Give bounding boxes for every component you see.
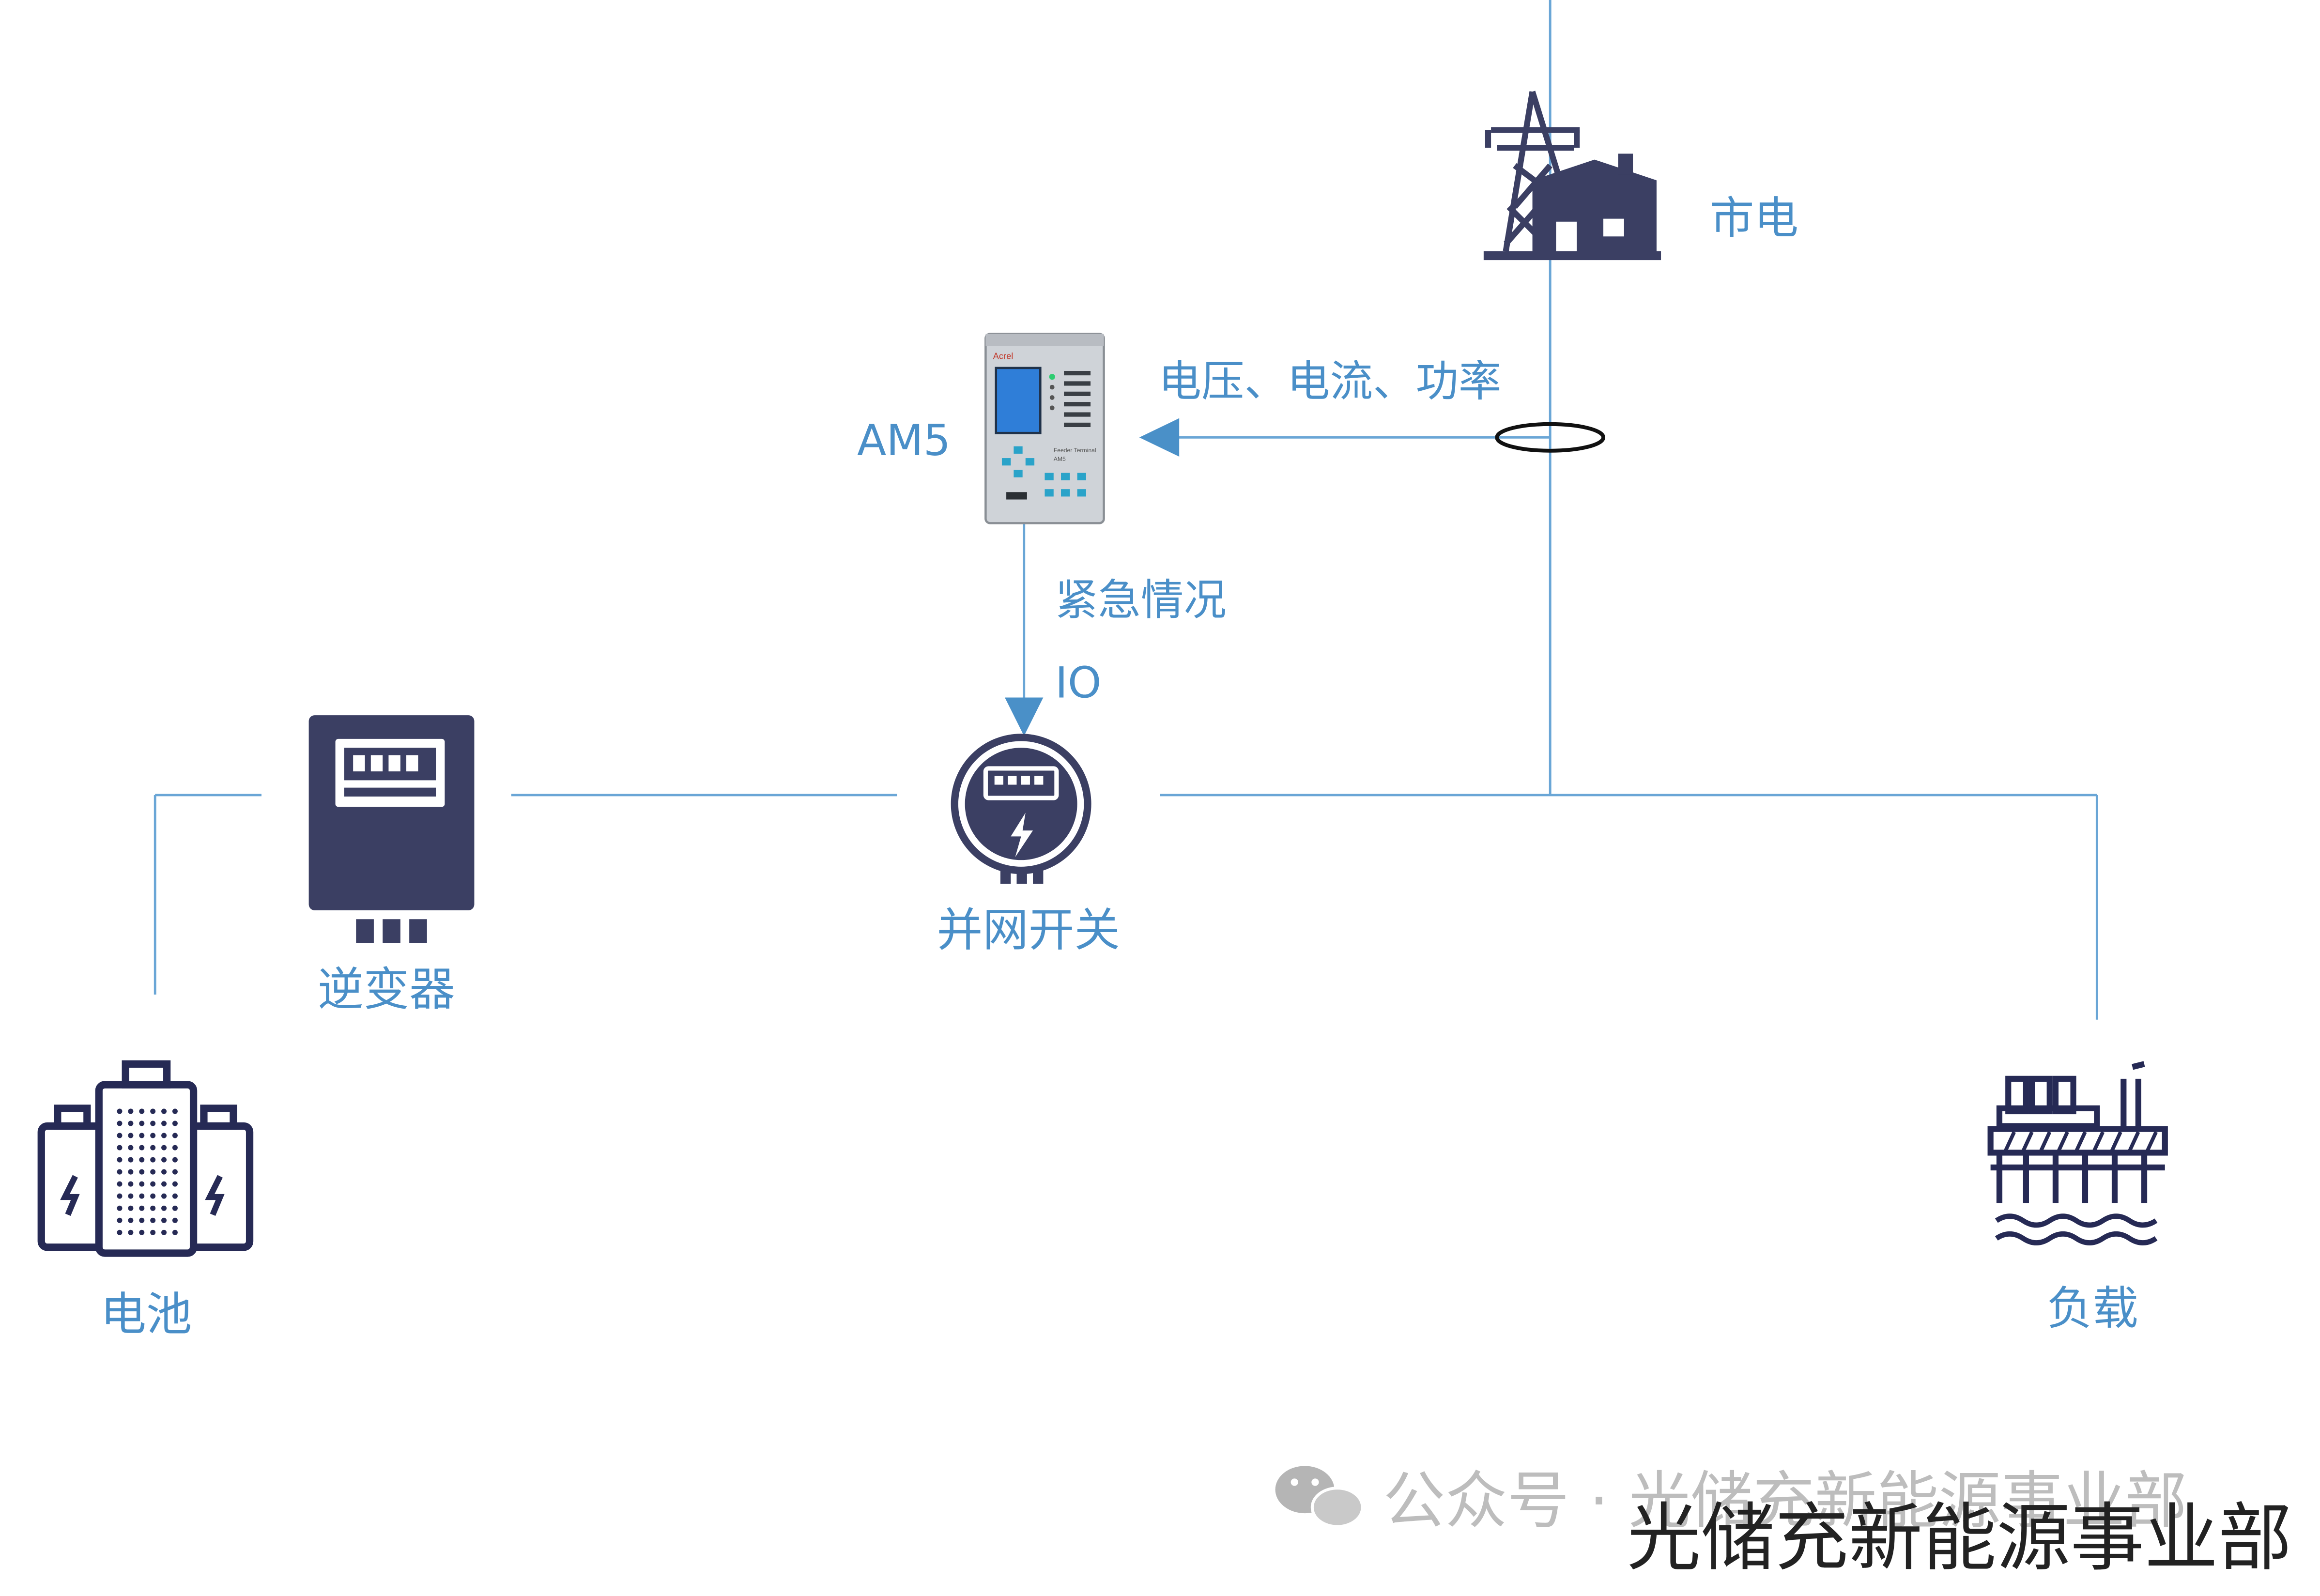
battery-cell-dot bbox=[161, 1169, 167, 1175]
grid-label: 市电 bbox=[1710, 192, 1798, 244]
battery-cell-dot bbox=[161, 1133, 167, 1138]
battery-cell-dot bbox=[161, 1229, 167, 1235]
device-panel-text: Feeder Terminal bbox=[1054, 447, 1096, 454]
battery-cell-dot bbox=[150, 1157, 156, 1163]
device-lcd-screen bbox=[995, 367, 1042, 434]
battery-cell-dot bbox=[150, 1205, 156, 1211]
battery-cell-dot bbox=[139, 1181, 145, 1187]
battery-cell-dot bbox=[139, 1229, 145, 1235]
battery-cell-dot bbox=[139, 1217, 145, 1223]
wechat-icon bbox=[1275, 1466, 1364, 1528]
battery-cell-dot bbox=[128, 1145, 134, 1151]
battery-cell-dot bbox=[161, 1120, 167, 1126]
battery-cell-dot bbox=[161, 1145, 167, 1151]
battery-cell-dot bbox=[139, 1169, 145, 1175]
battery-cell-dot bbox=[172, 1120, 178, 1126]
measurement-label: 电压、电流、功率 bbox=[1158, 356, 1501, 406]
battery-cell-dot bbox=[161, 1205, 167, 1211]
battery-cell-dot bbox=[150, 1181, 156, 1187]
battery-cell-dot bbox=[172, 1205, 178, 1211]
device-brand: Acrel bbox=[993, 351, 1014, 361]
battery-cell-dot bbox=[139, 1193, 145, 1199]
battery-cell-dot bbox=[161, 1217, 167, 1223]
battery-cell-dot bbox=[172, 1108, 178, 1114]
am5-label: AM5 bbox=[857, 415, 951, 465]
battery-cell-dot bbox=[128, 1108, 134, 1114]
battery-cell-dot bbox=[139, 1133, 145, 1138]
battery-cell-dot bbox=[172, 1133, 178, 1138]
battery-cell-dot bbox=[117, 1120, 123, 1126]
battery-cell-dot bbox=[139, 1120, 145, 1126]
power-tower-house-icon bbox=[1483, 91, 1661, 261]
battery-cell-dot bbox=[139, 1157, 145, 1163]
battery-cell-dot bbox=[117, 1217, 123, 1223]
measurement-arrow bbox=[1139, 418, 1551, 457]
battery-cell-dot bbox=[128, 1133, 134, 1138]
battery-cell-dot bbox=[117, 1193, 123, 1199]
battery-cell-dot bbox=[161, 1181, 167, 1187]
battery-cell-dot bbox=[172, 1193, 178, 1199]
protection-relay-device-icon: Acrel Feeder Terminal AM5 bbox=[984, 333, 1105, 524]
battery-cell-dot bbox=[128, 1169, 134, 1175]
battery-cell-dot bbox=[117, 1145, 123, 1151]
battery-label: 电池 bbox=[100, 1288, 192, 1341]
battery-cell-dot bbox=[150, 1169, 156, 1175]
battery-cell-dot bbox=[172, 1157, 178, 1163]
load-label: 负载 bbox=[2047, 1282, 2138, 1335]
platform-hatch bbox=[2003, 1131, 2158, 1152]
io-label: IO bbox=[1055, 658, 1102, 707]
meter-switch-icon bbox=[951, 734, 1091, 884]
battery-cell-dot bbox=[128, 1120, 134, 1126]
battery-cell-dot bbox=[150, 1229, 156, 1235]
battery-cell-dot bbox=[150, 1120, 156, 1126]
battery-cell-dot bbox=[117, 1229, 123, 1235]
battery-cell-dot bbox=[128, 1217, 134, 1223]
battery-cell-dot bbox=[172, 1217, 178, 1223]
inverter-cabinet-icon bbox=[308, 715, 475, 943]
battery-cell-dot bbox=[161, 1108, 167, 1114]
battery-cell-dot bbox=[172, 1181, 178, 1187]
battery-cell-dot bbox=[117, 1169, 123, 1175]
battery-cell-dot bbox=[150, 1193, 156, 1199]
battery-cell-dot bbox=[128, 1229, 134, 1235]
battery-cell-dot bbox=[139, 1145, 145, 1151]
battery-cell-dot bbox=[150, 1133, 156, 1138]
watermark-channel: 公众号 · 光储充新能源事业部 bbox=[1383, 1465, 2187, 1537]
battery-cell-dot bbox=[117, 1108, 123, 1114]
device-panel-model: AM5 bbox=[1054, 456, 1066, 462]
battery-cell-dot bbox=[128, 1193, 134, 1199]
battery-cell-dot bbox=[117, 1157, 123, 1163]
control-arrow bbox=[1005, 522, 1044, 736]
inverter-label: 逆变器 bbox=[318, 963, 455, 1016]
connection-lines bbox=[154, 0, 2098, 1020]
emergency-label: 紧急情况 bbox=[1055, 575, 1227, 625]
battery-cell-dot bbox=[161, 1157, 167, 1163]
battery-cell-dot bbox=[172, 1169, 178, 1175]
switch-label: 并网开关 bbox=[937, 904, 1120, 957]
battery-cell-dot bbox=[172, 1145, 178, 1151]
watermark-overlay: 光储充新能源事业部 bbox=[1627, 1495, 2292, 1581]
current-transformer-icon bbox=[1495, 422, 1606, 453]
battery-cell-dot bbox=[117, 1181, 123, 1187]
battery-pack-icon bbox=[37, 1060, 254, 1257]
offshore-platform-icon bbox=[1987, 1061, 2168, 1245]
battery-cell-dot bbox=[128, 1205, 134, 1211]
battery-cell-dot bbox=[161, 1193, 167, 1199]
battery-cell-dot bbox=[128, 1181, 134, 1187]
battery-cell-dot bbox=[139, 1205, 145, 1211]
battery-cell-dot bbox=[117, 1205, 123, 1211]
battery-cell-dot bbox=[117, 1133, 123, 1138]
battery-cell-dot bbox=[128, 1157, 134, 1163]
battery-cell-dot bbox=[139, 1108, 145, 1114]
battery-cell-dot bbox=[150, 1217, 156, 1223]
battery-cell-dot bbox=[150, 1145, 156, 1151]
battery-cell-dot bbox=[172, 1229, 178, 1235]
battery-cell-dots bbox=[117, 1108, 178, 1235]
battery-cell-dot bbox=[150, 1108, 156, 1114]
